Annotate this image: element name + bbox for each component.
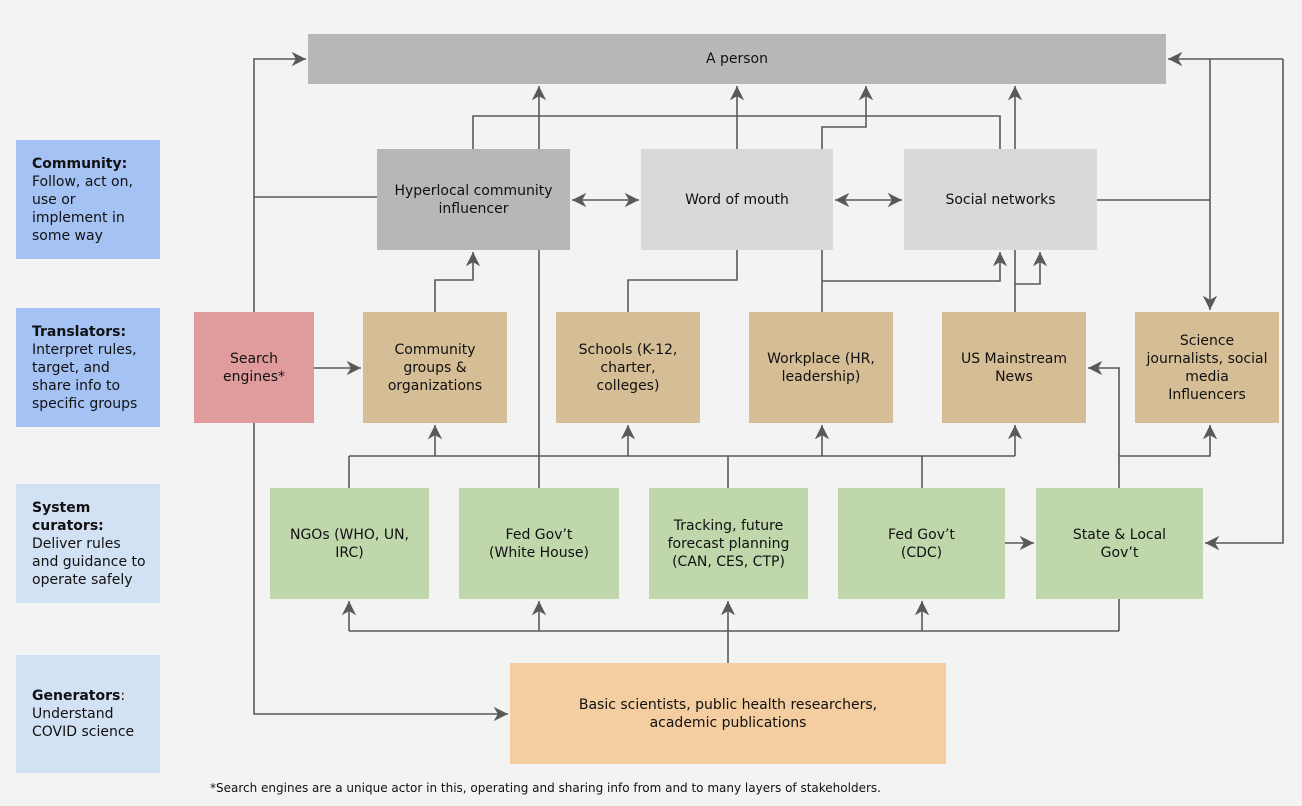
layer-title: Community: [32, 155, 128, 172]
node-tracking-forecast: Tracking, future forecast planning (CAN,… [649, 488, 808, 599]
layer-label-generators: Generators: Understand COVID science [16, 655, 160, 773]
layer-desc: Interpret rules, target, and share info … [32, 341, 138, 412]
node-search-engines: Search engines* [194, 312, 314, 423]
node-fed-gov-cdc: Fed Gov’t (CDC) [838, 488, 1005, 599]
node-fed-gov-white-house: Fed Gov’t (White House) [459, 488, 619, 599]
layer-desc: Follow, act on, use or implement in some… [32, 173, 133, 244]
node-schools: Schools (K-12, charter, colleges) [556, 312, 700, 423]
node-basic-scientists: Basic scientists, public health research… [510, 663, 946, 764]
node-social-networks: Social networks [904, 149, 1097, 250]
node-hyperlocal-influencer: Hyperlocal community influencer [377, 149, 570, 250]
node-community-groups: Community groups & organizations [363, 312, 507, 423]
layer-title-suffix: : [120, 688, 126, 704]
layer-title: System curators: [32, 499, 104, 534]
layer-title: Generators [32, 688, 121, 704]
layer-desc: Understand COVID science [32, 706, 135, 740]
node-us-mainstream-news: US Mainstream News [942, 312, 1086, 423]
layer-title: Translators: [32, 323, 127, 340]
node-person: A person [308, 34, 1166, 84]
node-ngos: NGOs (WHO, UN, IRC) [270, 488, 429, 599]
footnote: *Search engines are a unique actor in th… [210, 781, 881, 795]
node-word-of-mouth: Word of mouth [641, 149, 833, 250]
node-state-local-gov: State & Local Gov’t [1036, 488, 1203, 599]
node-science-journalists: Science journalists, social media Influe… [1135, 312, 1279, 423]
layer-desc: Deliver rules and guidance to operate sa… [32, 535, 146, 588]
layer-label-community: Community: Follow, act on, use or implem… [16, 140, 160, 259]
layer-label-system-curators: System curators: Deliver rules and guida… [16, 484, 160, 603]
layer-label-translators: Translators: Interpret rules, target, an… [16, 308, 160, 427]
node-workplace: Workplace (HR, leadership) [749, 312, 893, 423]
